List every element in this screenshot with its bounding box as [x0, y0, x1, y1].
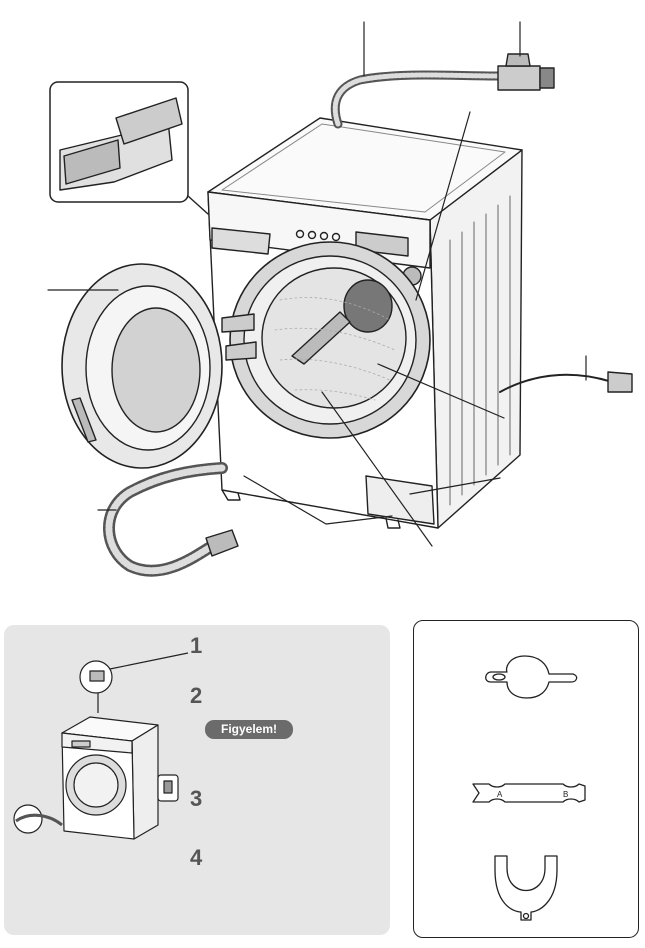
- cabinet-side-ribs: [449, 195, 511, 506]
- wrench-mark-b: B: [563, 790, 568, 799]
- accessories-illustration: A B: [472, 655, 586, 921]
- drum-lifter: [291, 311, 351, 365]
- hose-holder-icon: [494, 855, 558, 921]
- mini-washer-illustration: [13, 652, 189, 840]
- detergent-drawer-front: [211, 227, 271, 255]
- hole-cover-icon: [485, 655, 578, 699]
- door-glass: [111, 307, 201, 433]
- warning-badge: Figyelem!: [205, 720, 293, 739]
- door-hinge: [221, 313, 257, 361]
- wrench-mark-a: A: [497, 790, 503, 799]
- power-plug: [607, 371, 633, 393]
- filter-cover: [365, 475, 435, 525]
- step-number-3: 3: [190, 786, 203, 811]
- washing-machine-illustration: [47, 21, 633, 577]
- step-number-2: 2: [190, 683, 203, 708]
- drain-detail-circle: [13, 804, 43, 834]
- step-number-1: 1: [190, 633, 203, 658]
- control-buttons: [295, 229, 341, 242]
- drain-hose: [103, 462, 228, 577]
- spanner-wrench-icon: A B: [472, 783, 586, 803]
- inlet-valve: [497, 65, 541, 91]
- callout-lines: [47, 21, 587, 547]
- power-cord: [499, 373, 613, 393]
- step-number-4: 4: [190, 845, 203, 870]
